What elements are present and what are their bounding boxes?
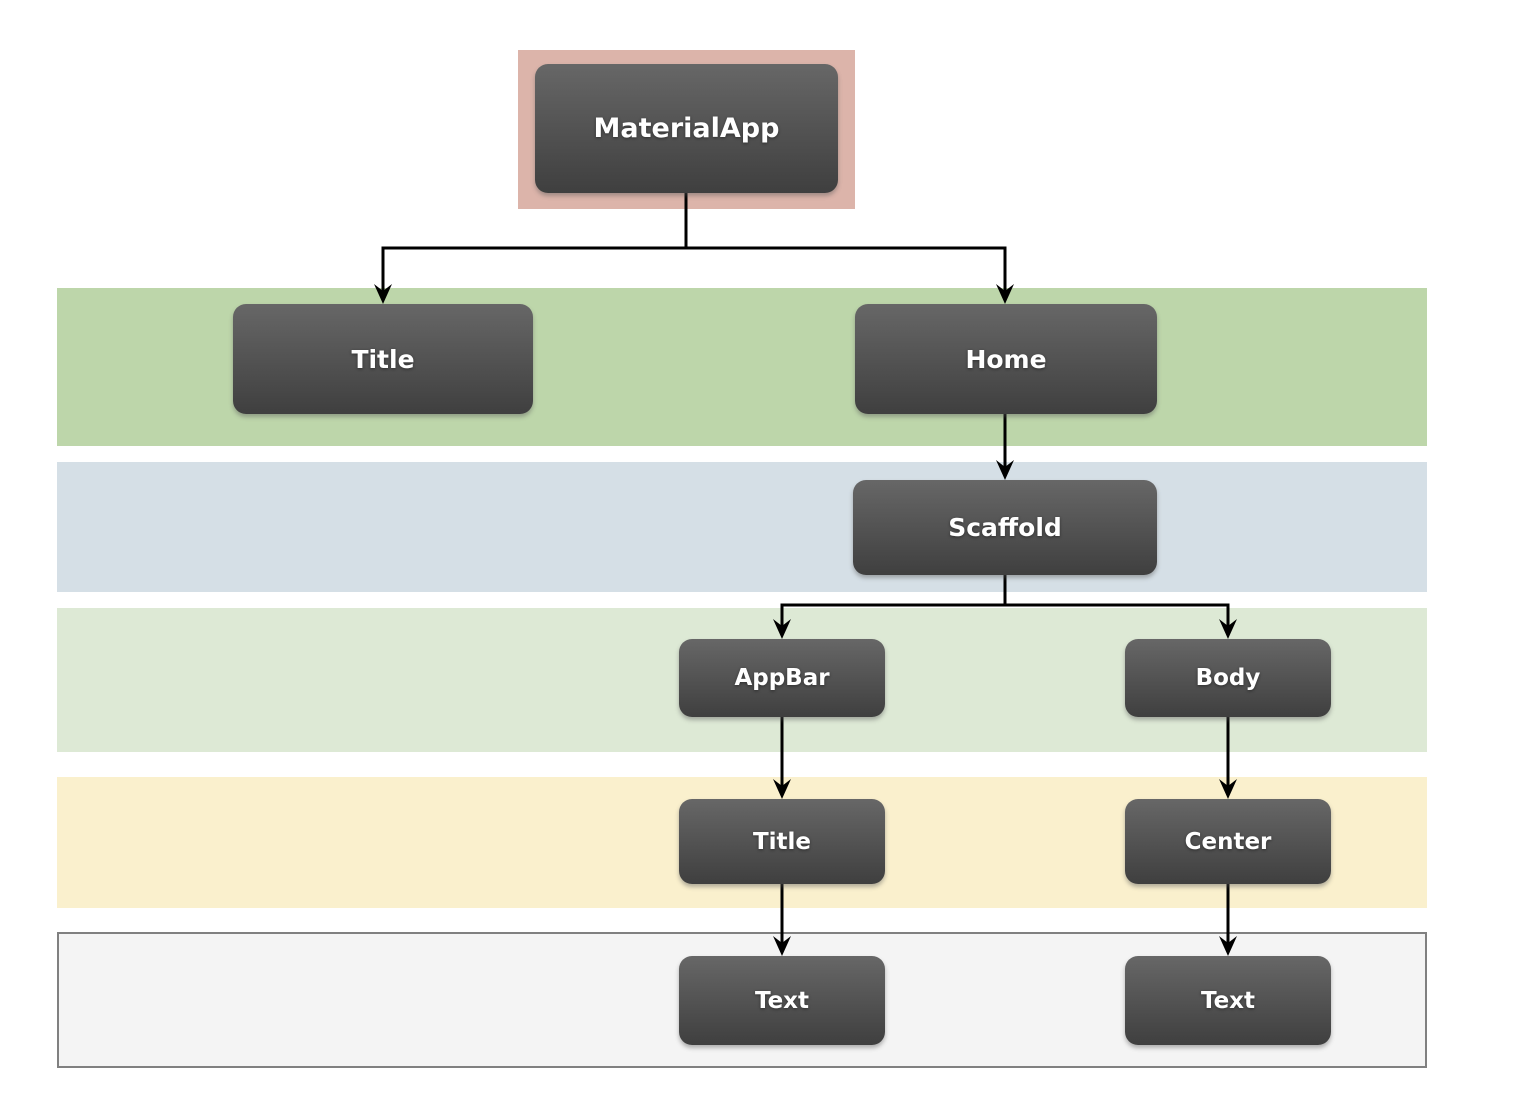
- node-home: Home: [855, 304, 1157, 414]
- node-appbar: AppBar: [679, 639, 885, 717]
- node-materialapp: MaterialApp: [535, 64, 838, 193]
- node-body: Body: [1125, 639, 1331, 717]
- node-appbar-title: Title: [679, 799, 885, 884]
- node-title-top: Title: [233, 304, 533, 414]
- node-scaffold: Scaffold: [853, 480, 1157, 575]
- layer-band-row2: [57, 462, 1427, 592]
- node-center: Center: [1125, 799, 1331, 884]
- node-appbar-text: Text: [679, 956, 885, 1045]
- node-body-text: Text: [1125, 956, 1331, 1045]
